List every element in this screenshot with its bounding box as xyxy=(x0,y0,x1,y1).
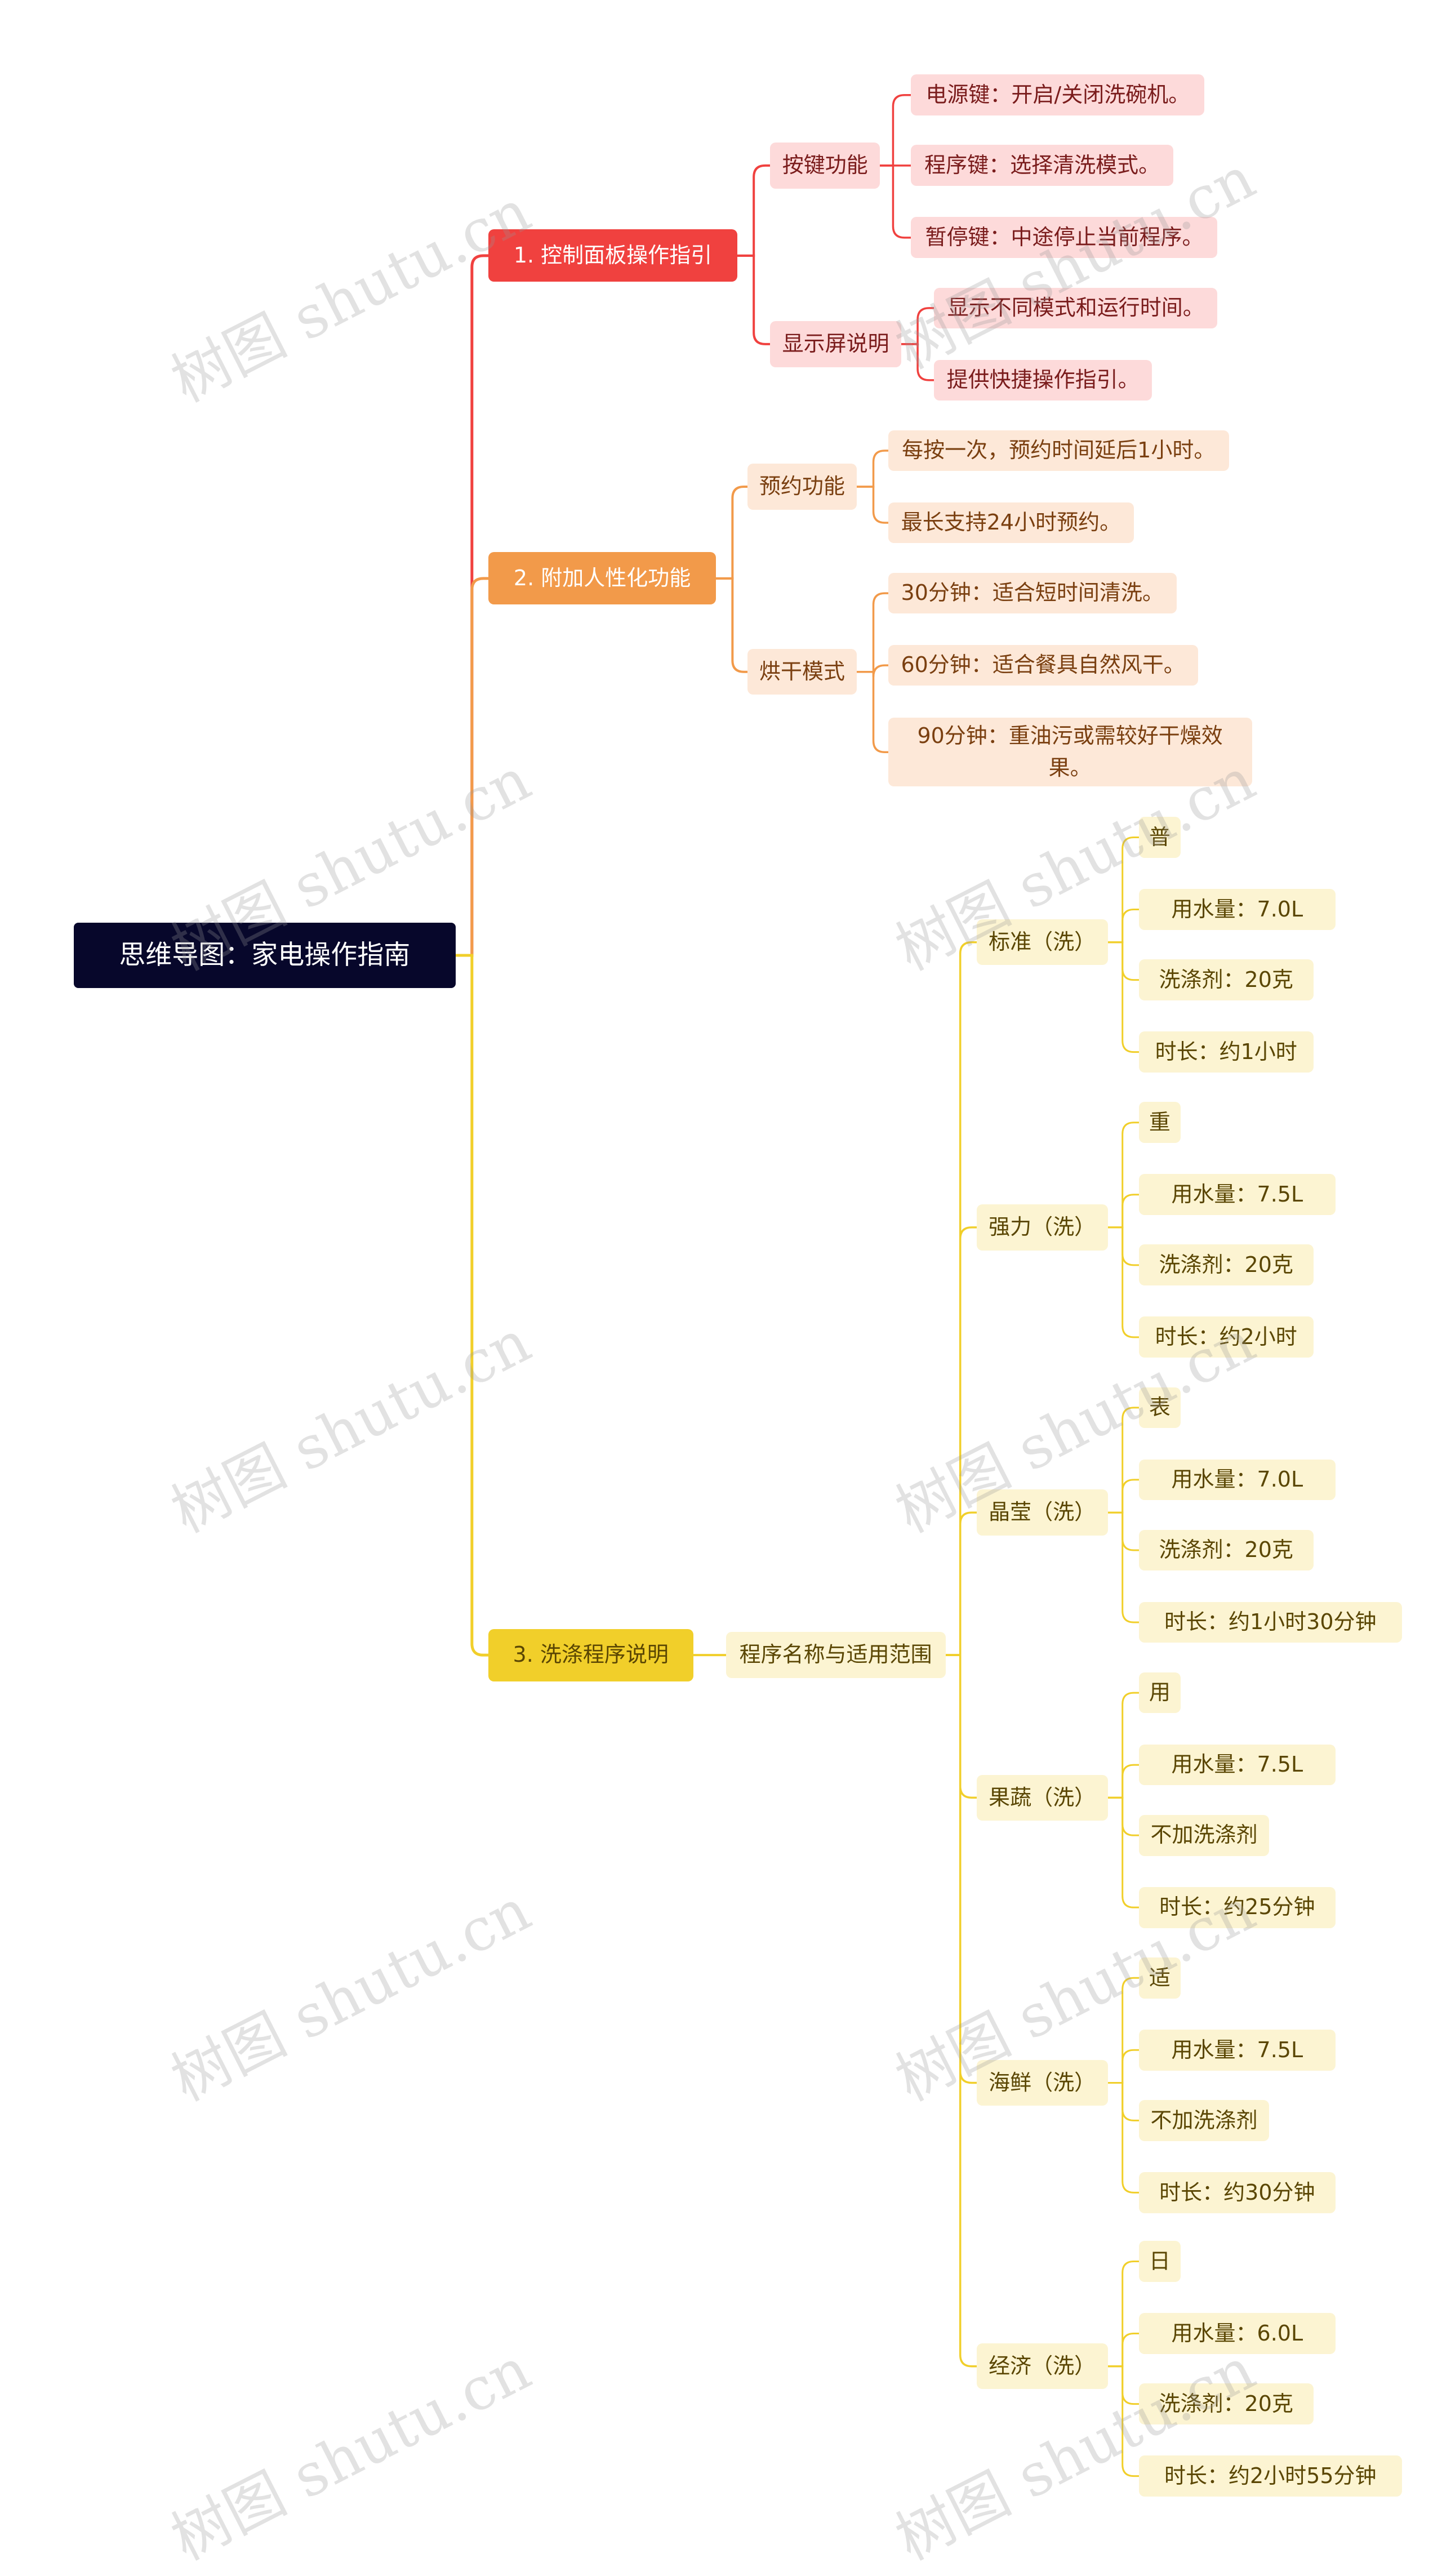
program-intensive[interactable]: 强力（洗） xyxy=(976,1204,1108,1251)
program-seafood[interactable]: 海鲜（洗） xyxy=(976,2059,1108,2106)
program-detail[interactable]: 洗涤剂：20克 xyxy=(1138,1244,1314,1286)
connector xyxy=(1107,1194,1140,1229)
leaf-item[interactable]: 电源键：开启/关闭洗碗机。 xyxy=(911,74,1205,116)
connector xyxy=(1107,2081,1140,2194)
program-detail[interactable]: 洗涤剂：20克 xyxy=(1138,1529,1314,1571)
connector xyxy=(1107,2365,1140,2477)
program-detail[interactable]: 用 xyxy=(1138,1672,1181,1714)
program-detail[interactable]: 用水量：7.5L xyxy=(1138,1174,1336,1216)
connector xyxy=(454,577,490,957)
connector xyxy=(856,592,889,673)
connector xyxy=(715,577,749,673)
connector xyxy=(1107,1122,1140,1229)
leaf-item[interactable]: 暂停键：中途停止当前程序。 xyxy=(911,217,1218,259)
connector xyxy=(1107,2261,1140,2368)
program-detail[interactable]: 用水量：7.5L xyxy=(1138,2029,1336,2071)
connector xyxy=(1107,1511,1140,1623)
branch-extra-features[interactable]: 2. 附加人性化功能 xyxy=(488,552,716,605)
connector xyxy=(454,254,490,957)
connector xyxy=(856,450,889,488)
program-detail[interactable]: 日 xyxy=(1138,2241,1181,2282)
connector xyxy=(1107,909,1140,944)
connector xyxy=(1107,1407,1140,1514)
program-detail[interactable]: 表 xyxy=(1138,1387,1181,1429)
connector xyxy=(879,164,913,239)
leaf-item[interactable]: 最长支持24小时预约。 xyxy=(888,502,1134,544)
branch-wash-programs[interactable]: 3. 洗涤程序说明 xyxy=(488,1629,693,1681)
program-detail[interactable]: 重 xyxy=(1138,1102,1181,1144)
node-drying[interactable]: 烘干模式 xyxy=(747,649,857,695)
program-eco[interactable]: 经济（洗） xyxy=(976,2343,1108,2390)
program-fruit-veg[interactable]: 果蔬（洗） xyxy=(976,1774,1108,1821)
connector xyxy=(454,954,490,1657)
leaf-item[interactable]: 程序键：选择清洗模式。 xyxy=(911,145,1173,186)
connector xyxy=(1107,1764,1140,1799)
program-detail[interactable]: 用水量：7.0L xyxy=(1138,1459,1336,1501)
connector xyxy=(1107,837,1140,944)
connector xyxy=(1107,1796,1140,1908)
program-detail[interactable]: 时长：约1小时30分钟 xyxy=(1138,1601,1402,1643)
leaf-item[interactable]: 显示不同模式和运行时间。 xyxy=(934,287,1218,329)
leaf-item[interactable]: 每按一次，预约时间延后1小时。 xyxy=(888,430,1229,471)
connector xyxy=(1107,1226,1140,1338)
leaf-item[interactable]: 提供快捷操作指引。 xyxy=(934,359,1152,401)
connector xyxy=(1107,2049,1140,2084)
program-detail[interactable]: 时长：约2小时55分钟 xyxy=(1138,2455,1402,2497)
node-buttons[interactable]: 按键功能 xyxy=(770,143,880,189)
connector xyxy=(1107,941,1140,1053)
connector xyxy=(944,1654,978,2368)
connector xyxy=(1107,1479,1140,1514)
connector xyxy=(944,1226,978,1656)
connector xyxy=(900,343,935,381)
node-display[interactable]: 显示屏说明 xyxy=(770,321,901,367)
leaf-item[interactable]: 90分钟：重油污或需较好干燥效果。 xyxy=(888,718,1252,787)
program-detail[interactable]: 不加洗涤剂 xyxy=(1138,1814,1270,1856)
program-detail[interactable]: 洗涤剂：20克 xyxy=(1138,959,1314,1000)
connector xyxy=(736,254,772,345)
connector xyxy=(856,486,889,524)
connector xyxy=(1107,1692,1140,1799)
leaf-item[interactable]: 30分钟：适合短时间清洗。 xyxy=(888,572,1177,614)
connector xyxy=(856,670,889,754)
node-program-scope[interactable]: 程序名称与适用范围 xyxy=(726,1632,946,1678)
program-detail[interactable]: 时长：约25分钟 xyxy=(1138,1887,1336,1928)
connector xyxy=(1107,2333,1140,2368)
program-detail[interactable]: 不加洗涤剂 xyxy=(1138,2100,1270,2141)
connector xyxy=(715,486,749,580)
node-reservation[interactable]: 预约功能 xyxy=(747,464,857,510)
connector xyxy=(944,941,978,1656)
connector xyxy=(736,164,772,257)
branch-control-panel[interactable]: 1. 控制面板操作指引 xyxy=(488,229,738,282)
program-crystal[interactable]: 晶莹（洗） xyxy=(976,1489,1108,1536)
connector xyxy=(879,94,913,167)
program-detail[interactable]: 用水量：6.0L xyxy=(1138,2313,1336,2354)
program-detail[interactable]: 普 xyxy=(1138,817,1181,858)
leaf-item[interactable]: 60分钟：适合餐具自然风干。 xyxy=(888,644,1198,686)
program-detail[interactable]: 时长：约30分钟 xyxy=(1138,2172,1336,2213)
root-topic[interactable]: 思维导图：家电操作指南 xyxy=(73,922,456,989)
connector xyxy=(1107,1977,1140,2084)
program-detail[interactable]: 适 xyxy=(1138,1957,1181,1999)
program-standard[interactable]: 标准（洗） xyxy=(976,919,1108,966)
connector xyxy=(900,307,935,345)
program-detail[interactable]: 用水量：7.0L xyxy=(1138,889,1336,930)
connector xyxy=(944,1511,978,1656)
program-detail[interactable]: 时长：约2小时 xyxy=(1138,1316,1314,1358)
program-detail[interactable]: 洗涤剂：20克 xyxy=(1138,2383,1314,2424)
program-detail[interactable]: 时长：约1小时 xyxy=(1138,1031,1314,1073)
program-detail[interactable]: 用水量：7.5L xyxy=(1138,1744,1336,1786)
